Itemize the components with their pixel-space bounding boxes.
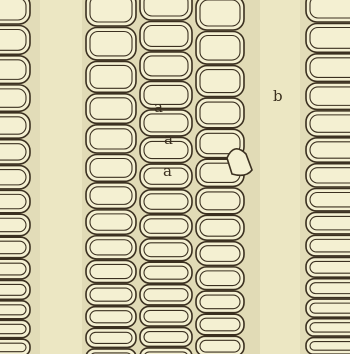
center-col-2-cell	[140, 81, 192, 108]
right-column-cell	[306, 138, 350, 162]
center-col-2-cell	[140, 239, 192, 261]
center-col-2-cell	[140, 215, 192, 238]
right-column-cell	[306, 54, 350, 82]
left-column-cell	[0, 280, 30, 299]
center-col-2-cell	[140, 0, 192, 20]
center-col-1-cell	[86, 94, 136, 123]
center-col-1-cell	[86, 260, 136, 282]
left-column-cell	[0, 166, 30, 189]
center-col-1-cell	[86, 0, 136, 26]
center-col-2-cell	[140, 262, 192, 283]
center-col-2-cell	[140, 348, 192, 354]
center-col-2-cell	[140, 22, 192, 51]
center-col-1-cell	[86, 154, 136, 181]
left-column-cell	[0, 0, 30, 24]
center-col-1-cell	[86, 61, 136, 92]
left-column-cell	[0, 301, 30, 319]
left-column-cell	[0, 26, 30, 55]
center-col-3-cell	[196, 32, 244, 65]
center-col-1-cell	[86, 125, 136, 153]
right-column-cell	[306, 0, 350, 22]
left-column-cell	[0, 237, 30, 258]
center-col-2-cell	[140, 285, 192, 305]
right-column-cell	[306, 189, 350, 211]
left-column-cell	[0, 320, 30, 337]
center-col-1-cell	[86, 328, 136, 347]
center-col-2-cell	[140, 190, 192, 213]
left-column-cell	[0, 56, 30, 84]
center-col-3-cell	[196, 242, 244, 266]
right-column-cell	[306, 83, 350, 109]
right-column-cell	[306, 299, 350, 317]
right-column-cell	[306, 279, 350, 298]
left-column-cell	[0, 140, 30, 164]
center-col-1-cell	[86, 183, 136, 209]
left-column-cell	[0, 190, 30, 212]
center-col-3-cell	[196, 291, 244, 313]
right-column-cell	[306, 24, 350, 53]
cell-label-a-2: a	[164, 130, 173, 148]
right-column-cell	[306, 319, 350, 336]
right-column-cell	[306, 212, 350, 233]
center-col-3-cell	[196, 98, 244, 128]
center-col-3-cell	[196, 314, 244, 335]
right-column-cell	[306, 257, 350, 277]
left-column-cell	[0, 113, 30, 138]
right-column-cell	[306, 235, 350, 256]
center-col-2-cell	[140, 306, 192, 326]
center-col-3-cell	[196, 66, 244, 97]
cell-label-a-3: a	[163, 162, 172, 180]
center-col-1-cell	[86, 210, 136, 234]
center-col-1-cell	[86, 236, 136, 259]
center-col-1-cell	[86, 349, 136, 354]
center-col-3-cell	[196, 267, 244, 290]
left-cell-column	[0, 0, 30, 354]
center-col-1-cell	[86, 307, 136, 327]
center-col-1-cell	[86, 28, 136, 60]
left-column-cell	[0, 214, 30, 235]
center-col-3-cell	[196, 336, 244, 354]
cell-label-a-1: a	[154, 98, 163, 116]
region-label-b: b	[273, 87, 283, 105]
right-column-cell	[306, 338, 350, 354]
right-column-cell	[306, 111, 350, 136]
center-col-3-cell	[196, 0, 244, 30]
left-column-cell	[0, 259, 30, 279]
center-col-1-cell	[86, 284, 136, 305]
center-col-3-cell	[196, 188, 244, 214]
left-column-cell	[0, 339, 30, 354]
center-col-2-cell	[140, 52, 192, 80]
center-col-3-cell	[196, 215, 244, 240]
right-column-cell	[306, 164, 350, 187]
center-col-2-cell	[140, 328, 192, 347]
left-column-cell	[0, 85, 30, 111]
